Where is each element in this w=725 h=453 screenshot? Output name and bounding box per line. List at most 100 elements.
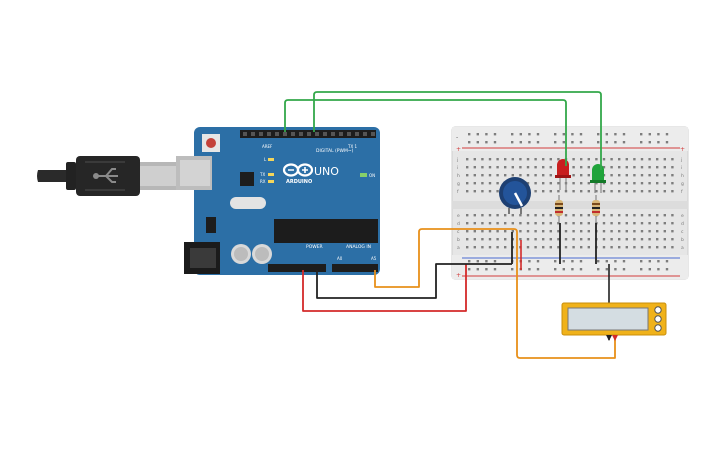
meter-dial-3[interactable] <box>654 324 662 332</box>
breadboard-hole[interactable] <box>549 230 552 233</box>
breadboard-hole[interactable] <box>648 174 651 177</box>
breadboard-hole[interactable] <box>549 238 552 241</box>
breadboard-hole[interactable] <box>602 222 606 225</box>
breadboard-hole[interactable] <box>481 230 484 233</box>
breadboard-hole[interactable] <box>618 222 621 225</box>
breadboard-hole[interactable] <box>542 158 545 161</box>
breadboard-hole[interactable] <box>656 222 659 225</box>
breadboard-hole[interactable] <box>640 133 643 136</box>
breadboard-hole[interactable] <box>571 260 574 263</box>
breadboard-hole[interactable] <box>580 190 583 193</box>
breadboard-hole[interactable] <box>618 174 621 177</box>
breadboard-hole[interactable] <box>504 158 507 161</box>
breadboard-hole[interactable] <box>587 182 590 185</box>
breadboard-hole[interactable] <box>496 214 499 217</box>
breadboard-hole[interactable] <box>564 214 568 217</box>
breadboard-hole[interactable] <box>528 268 531 271</box>
breadboard-hole[interactable] <box>496 190 499 193</box>
breadboard-hole[interactable] <box>528 141 531 144</box>
breadboard-hole[interactable] <box>597 268 600 271</box>
breadboard-hole[interactable] <box>528 133 531 136</box>
breadboard-hole[interactable] <box>618 182 621 185</box>
breadboard-hole[interactable] <box>496 238 499 241</box>
breadboard-hole[interactable] <box>614 260 617 263</box>
breadboard-hole[interactable] <box>657 133 660 136</box>
breadboard-hole[interactable] <box>519 166 522 169</box>
breadboard-hole[interactable] <box>526 246 530 249</box>
breadboard-hole[interactable] <box>504 166 507 169</box>
breadboard-hole[interactable] <box>466 214 469 217</box>
breadboard-hole[interactable] <box>534 238 537 241</box>
breadboard-hole[interactable] <box>656 158 659 161</box>
breadboard-hole[interactable] <box>466 238 469 241</box>
breadboard-hole[interactable] <box>536 268 540 271</box>
breadboard-hole[interactable] <box>572 214 575 217</box>
breadboard-hole[interactable] <box>542 166 545 169</box>
breadboard-hole[interactable] <box>534 230 537 233</box>
breadboard-hole[interactable] <box>605 260 608 263</box>
breadboard-hole[interactable] <box>640 268 643 271</box>
breadboard-hole[interactable] <box>572 174 575 177</box>
breadboard-hole[interactable] <box>519 238 522 241</box>
breadboard-hole[interactable] <box>602 182 606 185</box>
breadboard-hole[interactable] <box>622 268 626 271</box>
breadboard-hole[interactable] <box>473 166 476 169</box>
breadboard-hole[interactable] <box>614 133 617 136</box>
breadboard-hole[interactable] <box>572 246 575 249</box>
breadboard-hole[interactable] <box>656 230 659 233</box>
breadboard-hole[interactable] <box>534 190 537 193</box>
breadboard-hole[interactable] <box>640 214 644 217</box>
breadboard-hole[interactable] <box>663 246 666 249</box>
breadboard-hole[interactable] <box>579 268 583 271</box>
breadboard-hole[interactable] <box>496 230 499 233</box>
breadboard-hole[interactable] <box>496 246 499 249</box>
breadboard-hole[interactable] <box>564 230 568 233</box>
breadboard-hole[interactable] <box>663 174 666 177</box>
breadboard-hole[interactable] <box>587 158 590 161</box>
breadboard-hole[interactable] <box>656 182 659 185</box>
breadboard-hole[interactable] <box>587 166 590 169</box>
breadboard-hole[interactable] <box>564 190 568 193</box>
breadboard-hole[interactable] <box>633 230 636 233</box>
breadboard-hole[interactable] <box>648 141 651 144</box>
breadboard-hole[interactable] <box>633 246 636 249</box>
breadboard-hole[interactable] <box>625 166 628 169</box>
breadboard-hole[interactable] <box>557 222 560 225</box>
breadboard-hole[interactable] <box>549 158 552 161</box>
breadboard-hole[interactable] <box>580 238 583 241</box>
breadboard-hole[interactable] <box>580 222 583 225</box>
analog-header[interactable] <box>332 264 378 272</box>
breadboard-hole[interactable] <box>625 230 628 233</box>
breadboard-hole[interactable] <box>476 268 479 271</box>
breadboard-hole[interactable] <box>473 190 476 193</box>
breadboard-hole[interactable] <box>663 238 666 241</box>
breadboard-hole[interactable] <box>466 174 469 177</box>
breadboard-hole[interactable] <box>519 214 522 217</box>
breadboard-hole[interactable] <box>528 260 531 263</box>
breadboard-hole[interactable] <box>564 238 568 241</box>
breadboard-hole[interactable] <box>625 246 628 249</box>
breadboard-hole[interactable] <box>488 182 492 185</box>
breadboard-hole[interactable] <box>488 158 492 161</box>
breadboard-hole[interactable] <box>476 141 479 144</box>
breadboard-hole[interactable] <box>534 182 537 185</box>
breadboard-hole[interactable] <box>549 182 552 185</box>
breadboard-hole[interactable] <box>640 238 644 241</box>
breadboard-hole[interactable] <box>493 141 497 144</box>
breadboard-hole[interactable] <box>473 174 476 177</box>
breadboard-hole[interactable] <box>549 190 552 193</box>
breadboard-hole[interactable] <box>493 268 497 271</box>
breadboard-hole[interactable] <box>625 190 628 193</box>
breadboard-hole[interactable] <box>625 238 628 241</box>
breadboard-hole[interactable] <box>526 230 530 233</box>
breadboard-hole[interactable] <box>618 238 621 241</box>
breadboard-hole[interactable] <box>485 133 488 136</box>
breadboard-hole[interactable] <box>562 141 565 144</box>
breadboard-hole[interactable] <box>640 182 644 185</box>
breadboard-hole[interactable] <box>504 238 507 241</box>
breadboard-hole[interactable] <box>481 182 484 185</box>
breadboard-hole[interactable] <box>602 214 606 217</box>
breadboard-hole[interactable] <box>476 260 479 263</box>
breadboard-hole[interactable] <box>663 222 666 225</box>
breadboard-hole[interactable] <box>519 174 522 177</box>
